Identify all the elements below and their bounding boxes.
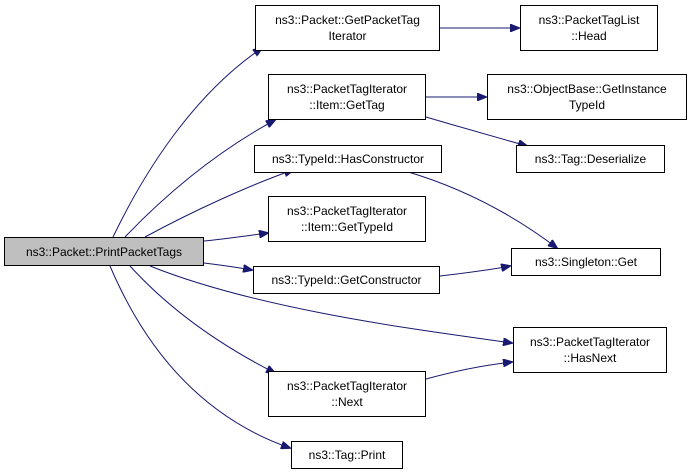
- node-label-line-2: Iterator: [328, 29, 367, 43]
- node-type-id-has-constructor[interactable]: ns3::TypeId::HasConstructor: [254, 145, 442, 173]
- node-label-line-1: ns3::Packet::GetPacketTag: [275, 13, 420, 27]
- edge-print-to-get-packet-tag-iterator: [112, 48, 262, 238]
- edge-print-to-next: [129, 265, 275, 373]
- node-label-line-2: ::Item::GetTag: [309, 98, 385, 112]
- node-label: ns3::Singleton::Get: [534, 255, 638, 269]
- node-label-line-1: ns3::PacketTagIterator: [529, 335, 651, 349]
- node-item-get-tag[interactable]: ns3::PacketTagIterator ::Item::GetTag: [268, 74, 426, 120]
- node-label-line-2: TypeId: [568, 98, 606, 112]
- node-tag-deserialize[interactable]: ns3::Tag::Deserialize: [516, 145, 665, 173]
- node-object-base-get-instance-type-id[interactable]: ns3::ObjectBase::GetInstance TypeId: [487, 74, 687, 120]
- node-type-id-get-constructor[interactable]: ns3::TypeId::GetConstructor: [253, 266, 440, 294]
- edge-has-constructor-to-singleton-get: [404, 170, 557, 248]
- node-label-line-1: ns3::PacketTagIterator: [286, 204, 408, 218]
- edges-layer: [109, 28, 557, 448]
- node-label-line-1: ns3::PacketTagIterator: [286, 82, 408, 96]
- edge-get-constructor-to-singleton-get: [439, 266, 510, 277]
- node-label-line-1: ns3::ObjectBase::GetInstance: [507, 82, 667, 96]
- node-next[interactable]: ns3::PacketTagIterator ::Next: [268, 371, 426, 417]
- node-get-packet-tag-iterator[interactable]: ns3::Packet::GetPacketTag Iterator: [255, 5, 440, 51]
- node-label: ns3::Tag::Print: [308, 448, 386, 462]
- edge-next-to-has-next: [425, 362, 512, 380]
- edge-print-to-item-get-type-id: [203, 233, 268, 242]
- edge-print-to-tag-print: [109, 265, 290, 448]
- edge-print-to-has-constructor: [144, 170, 293, 238]
- node-label: ns3::TypeId::GetConstructor: [271, 273, 422, 287]
- node-label: ns3::Tag::Deserialize: [534, 152, 647, 166]
- node-item-get-type-id[interactable]: ns3::PacketTagIterator ::Item::GetTypeId: [268, 196, 426, 242]
- node-label: ns3::Packet::PrintPacketTags: [25, 244, 183, 259]
- node-label-line-1: ns3::PacketTagList: [538, 13, 640, 27]
- node-label-line-1: ns3::PacketTagIterator: [286, 379, 408, 393]
- edge-print-to-item-get-tag: [124, 120, 275, 238]
- node-label-line-2: ::HasNext: [563, 351, 617, 365]
- node-print-packet-tags[interactable]: ns3::Packet::PrintPacketTags: [4, 237, 204, 266]
- edge-print-to-has-next: [149, 265, 512, 343]
- edge-item-get-tag-to-deserialize: [425, 116, 527, 146]
- node-singleton-get[interactable]: ns3::Singleton::Get: [511, 248, 661, 276]
- node-packet-tag-list-head[interactable]: ns3::PacketTagList ::Head: [520, 5, 658, 51]
- node-label-line-2: ::Item::GetTypeId: [300, 220, 394, 234]
- node-tag-print[interactable]: ns3::Tag::Print: [291, 441, 403, 469]
- node-label-line-2: ::Next: [331, 395, 363, 409]
- edge-print-to-get-constructor: [203, 262, 252, 270]
- node-label-line-2: ::Head: [571, 29, 607, 43]
- node-has-next[interactable]: ns3::PacketTagIterator ::HasNext: [513, 327, 667, 373]
- node-label: ns3::TypeId::HasConstructor: [271, 152, 425, 166]
